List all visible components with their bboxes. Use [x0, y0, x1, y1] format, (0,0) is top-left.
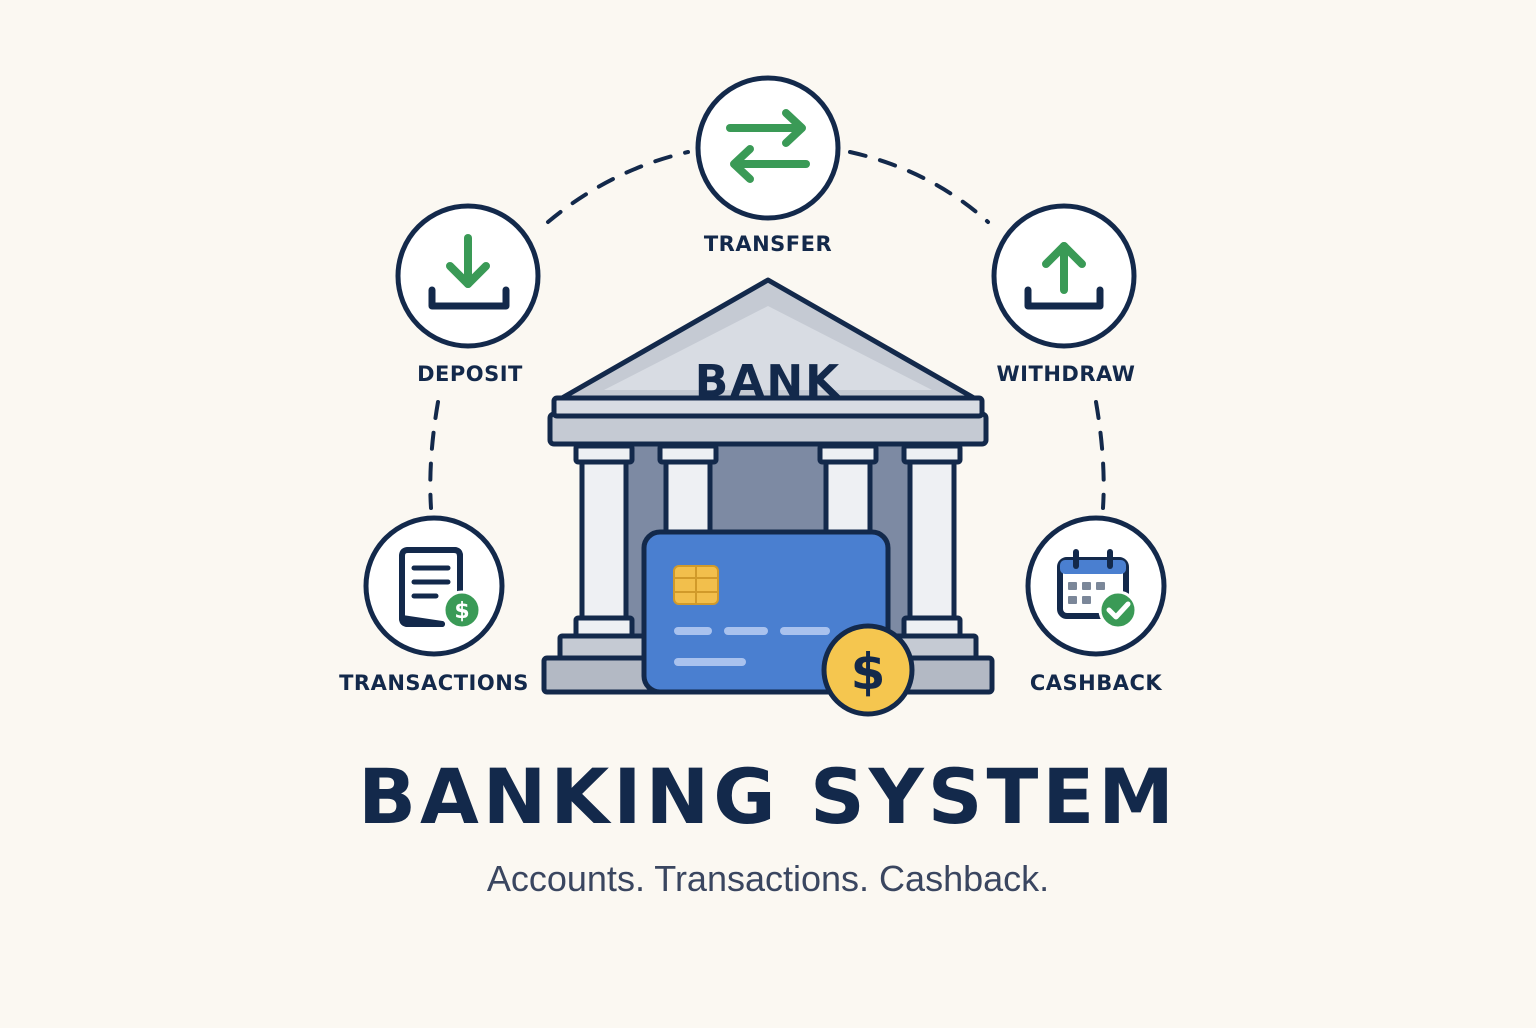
transactions-label: TRANSACTIONS	[339, 671, 529, 695]
dashed-connectors	[428, 150, 1106, 510]
connector-deposit-transactions	[428, 400, 440, 510]
svg-text:$: $	[454, 599, 469, 624]
svg-text:$: $	[851, 643, 886, 701]
page-title: BANKING SYSTEM	[358, 752, 1178, 841]
calendar-check-icon	[1057, 549, 1138, 630]
transfer-label: TRANSFER	[703, 232, 833, 256]
download-tray-icon	[428, 234, 510, 310]
deposit-label: DEPOSIT	[417, 362, 523, 386]
transfer-node	[695, 75, 841, 221]
exchange-arrows-icon	[726, 109, 810, 183]
cashback-label: CASHBACK	[1029, 671, 1163, 695]
withdraw-label: WITHDRAW	[996, 362, 1136, 386]
page-subtitle: Accounts. Transactions. Cashback.	[486, 858, 1050, 899]
connector-transfer-withdraw	[848, 150, 990, 224]
connector-deposit-transfer	[546, 150, 690, 224]
transactions-node: $	[363, 515, 505, 657]
dollar-coin-icon: $	[821, 623, 915, 717]
bank-sign: BANK	[694, 356, 842, 407]
connector-withdraw-cashback	[1094, 400, 1106, 510]
upload-tray-icon	[1024, 242, 1104, 310]
cashback-node	[1025, 515, 1167, 657]
withdraw-node	[991, 203, 1137, 349]
deposit-node	[395, 203, 541, 349]
document-dollar-icon: $	[399, 547, 482, 630]
